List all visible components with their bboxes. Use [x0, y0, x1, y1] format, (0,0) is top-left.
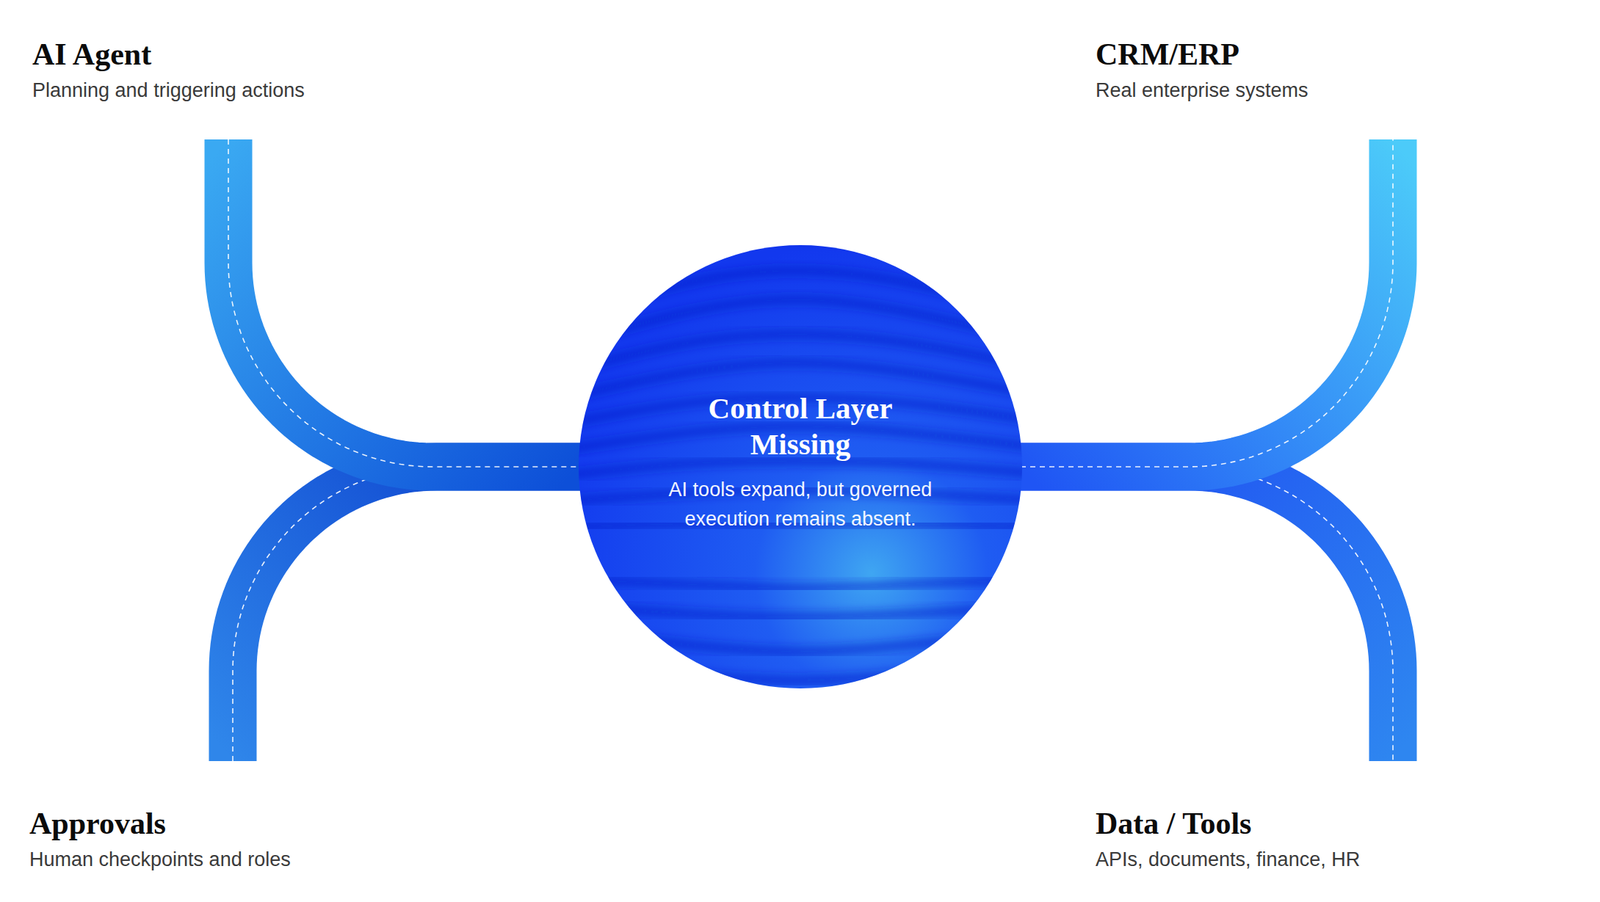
node-heading: Data / Tools [1095, 806, 1252, 843]
track-centerline [228, 139, 581, 468]
wave-line [549, 579, 1052, 589]
node-description: APIs, documents, finance, HR [1095, 847, 1360, 874]
approvals-label-node: ApprovalsHuman checkpoints and roles [29, 761, 456, 874]
flow-track [228, 139, 581, 468]
wave-line [549, 680, 1052, 716]
wave-line [549, 334, 1052, 376]
agent-label-node: AI AgentPlanning and triggering actions [32, 36, 459, 140]
track-centerline [1020, 139, 1393, 468]
wave-line [549, 461, 1052, 478]
track-band [1020, 139, 1393, 468]
control-layer-circle: Control Layer Missing AI tools expand, bu… [578, 245, 1023, 689]
node-heading: Approvals [29, 806, 166, 843]
flow-track [232, 467, 581, 762]
node-description: Human checkpoints and roles [29, 847, 291, 874]
wave-line [549, 630, 1052, 653]
wave-line [549, 604, 1052, 617]
flow-track [1020, 139, 1393, 468]
tools-label-node: Data / ToolsAPIs, documents, finance, HR [1095, 761, 1566, 874]
wave-line [549, 654, 1052, 681]
system-label-node: CRM/ERP Real enterprise systems [1095, 36, 1566, 140]
node-description: Real enterprise systems [1095, 77, 1309, 104]
track-band [232, 467, 581, 762]
circle-shape [578, 245, 1023, 689]
track-centerline [1020, 467, 1393, 762]
node-heading: CRM/ERP [1095, 36, 1240, 74]
node-heading: AI Agent [32, 36, 152, 74]
track-band [1020, 467, 1393, 762]
node-heading: Control Layer Missing [679, 390, 922, 463]
track-centerline [232, 467, 581, 762]
flow-track [1020, 467, 1393, 762]
wave-line [549, 299, 1052, 351]
node-description: AI tools expand, but governed execution … [646, 475, 955, 534]
wave-line [549, 549, 1052, 559]
node-description: Planning and triggering actions [32, 77, 305, 104]
track-band [228, 139, 581, 468]
wave-texture [549, 236, 1052, 716]
